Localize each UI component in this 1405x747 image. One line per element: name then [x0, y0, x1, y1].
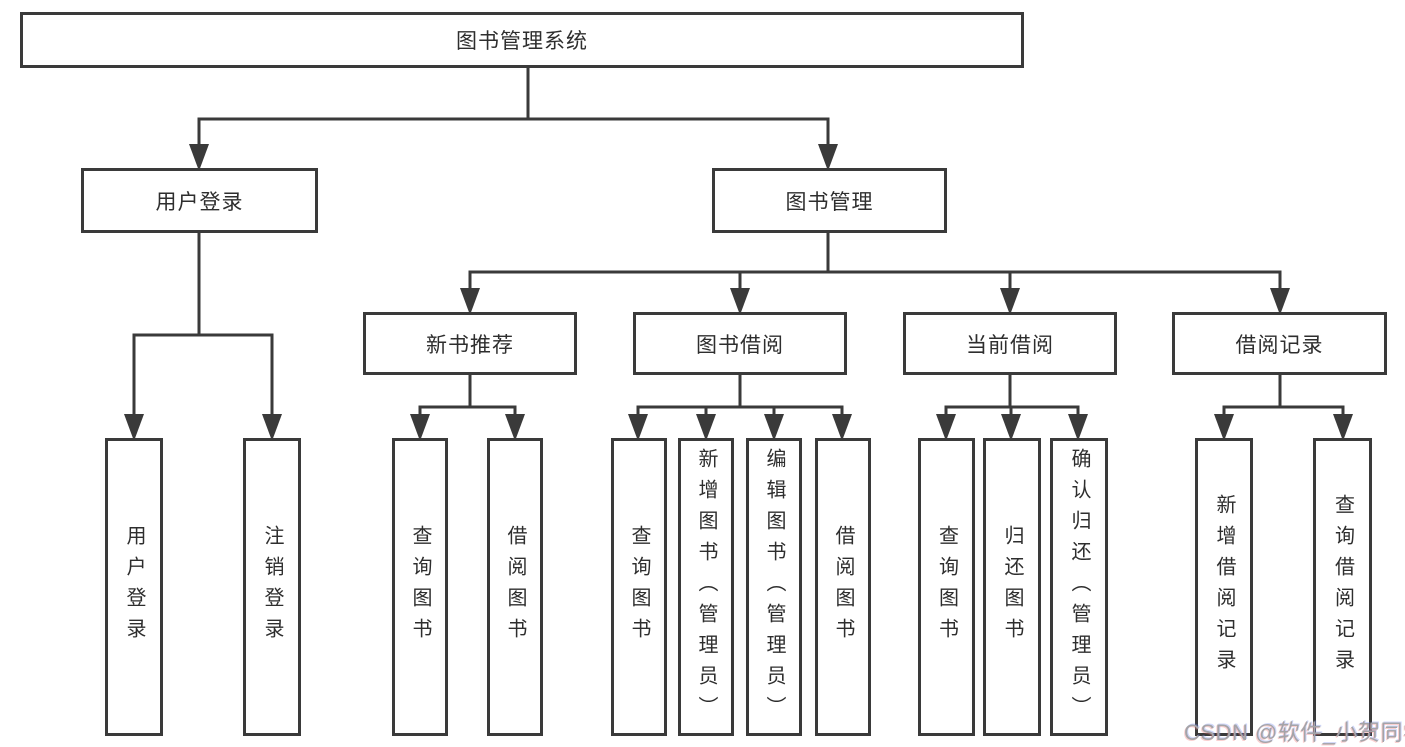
- leaf-query-books-recommend: 查询图书: [392, 438, 448, 736]
- arrow-down-icon: [1214, 414, 1234, 441]
- node-new-book-recommend: 新书推荐: [363, 312, 577, 375]
- arrow-down-icon: [124, 414, 144, 441]
- node-library-system: 图书管理系统: [20, 12, 1024, 68]
- leaf-user-login: 用户登录: [105, 438, 163, 736]
- arrow-down-icon: [410, 414, 430, 441]
- node-user-login-branch: 用户登录: [81, 168, 318, 233]
- arrow-down-icon: [1270, 288, 1290, 315]
- node-label: 图书管理系统: [456, 30, 588, 53]
- node-current-borrow: 当前借阅: [903, 312, 1117, 375]
- node-label: 注销登录: [261, 525, 283, 649]
- node-book-management: 图书管理: [712, 168, 947, 233]
- leaf-add-borrow-record: 新增借阅记录: [1195, 438, 1253, 736]
- node-label: 新书推荐: [426, 333, 514, 357]
- leaf-query-books-current: 查询图书: [918, 438, 975, 736]
- arrow-down-icon: [460, 288, 480, 315]
- node-label: 确认归还（管理员）: [1068, 447, 1090, 727]
- leaf-query-books-borrow: 查询图书: [611, 438, 667, 736]
- node-label: 当前借阅: [966, 333, 1054, 357]
- node-label: 编辑图书（管理员）: [763, 447, 785, 727]
- leaf-edit-book-admin: 编辑图书（管理员）: [746, 438, 802, 736]
- arrow-down-icon: [818, 144, 838, 171]
- arrow-down-icon: [1068, 414, 1088, 441]
- node-book-borrow: 图书借阅: [633, 312, 847, 375]
- csdn-watermark: CSDN @软件_小贺同学: [1184, 720, 1405, 745]
- arrow-down-icon: [764, 414, 784, 441]
- leaf-query-borrow-record: 查询借阅记录: [1313, 438, 1372, 736]
- arrow-down-icon: [628, 414, 648, 441]
- node-label: 查询图书: [935, 525, 958, 649]
- node-label: 借阅图书: [832, 525, 854, 649]
- node-label: 图书管理: [785, 190, 874, 214]
- arrow-down-icon: [262, 414, 282, 441]
- node-label: 新增借阅记录: [1213, 494, 1235, 680]
- arrow-down-icon: [1001, 414, 1021, 441]
- node-label: 用户登录: [123, 525, 145, 649]
- node-label: 图书借阅: [696, 333, 784, 357]
- node-label: 借阅图书: [504, 525, 526, 649]
- arrow-down-icon: [505, 414, 525, 441]
- node-label: 查询图书: [628, 525, 650, 649]
- node-label: 查询图书: [409, 525, 431, 649]
- arrow-down-icon: [696, 414, 716, 441]
- node-label: 新增图书（管理员）: [695, 447, 717, 727]
- node-borrow-records: 借阅记录: [1172, 312, 1387, 375]
- arrow-down-icon: [936, 414, 956, 441]
- arrow-down-icon: [1000, 288, 1020, 315]
- leaf-return-book: 归还图书: [983, 438, 1041, 736]
- leaf-borrow-books: 借阅图书: [815, 438, 871, 736]
- arrow-down-icon: [832, 414, 852, 441]
- arrow-down-icon: [1333, 414, 1353, 441]
- node-label: 归还图书: [1001, 525, 1023, 649]
- leaf-logout: 注销登录: [243, 438, 301, 736]
- arrow-down-icon: [730, 288, 750, 315]
- arrow-down-icon: [189, 144, 209, 171]
- leaf-borrow-books-recommend: 借阅图书: [487, 438, 543, 736]
- node-label: 查询借阅记录: [1331, 494, 1354, 680]
- leaf-confirm-return-admin: 确认归还（管理员）: [1050, 438, 1108, 736]
- node-label: 用户登录: [155, 190, 244, 214]
- leaf-add-book-admin: 新增图书（管理员）: [678, 438, 734, 736]
- node-label: 借阅记录: [1235, 333, 1324, 357]
